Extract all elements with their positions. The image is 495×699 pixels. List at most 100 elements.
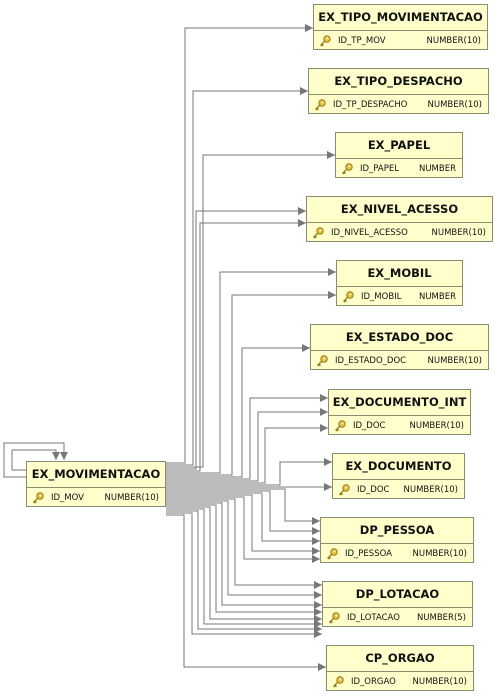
column-type: NUMBER(5) <box>416 613 466 623</box>
connector-ex-tipo-despacho <box>166 87 308 466</box>
key-icon <box>316 355 328 367</box>
column-type: NUMBER(10) <box>412 677 467 687</box>
key-icon <box>338 484 350 496</box>
entity-pk-row: ID_DOC NUMBER(10) <box>329 416 470 436</box>
column-name: ID_DOC <box>357 485 390 495</box>
entity-title: EX_ESTADO_DOC <box>311 325 488 351</box>
column-name: ID_ORGAO <box>351 677 396 687</box>
entity-title: EX_TIPO_MOVIMENTACAO <box>314 5 487 31</box>
entity-pk-row: ID_TP_DESPACHO NUMBER(10) <box>309 95 488 115</box>
column-type: NUMBER <box>418 292 456 302</box>
key-icon <box>312 227 324 239</box>
connector-cp-orgao <box>166 514 326 671</box>
entity-pk-row: ID_MOBIL NUMBER <box>337 287 462 307</box>
entity-title: DP_PESSOA <box>321 518 473 544</box>
entity-ex-estado-doc[interactable]: EX_ESTADO_DOC ID_ESTADO_DOC NUMBER(10) <box>310 324 489 370</box>
entity-pk-row: ID_ESTADO_DOC NUMBER(10) <box>311 351 488 371</box>
connector-ex-estado-doc <box>166 344 310 478</box>
entity-pk-row: ID_DOC NUMBER(10) <box>333 480 464 500</box>
connector-dp-lotacao-1 <box>166 498 322 589</box>
key-icon <box>332 676 344 688</box>
entity-pk-row: ID_NIVEL_ACESSO NUMBER(10) <box>307 223 492 243</box>
key-icon <box>342 291 354 303</box>
column-type: NUMBER(10) <box>403 485 458 495</box>
column-type: NUMBER(10) <box>427 356 482 366</box>
connector-ex-documento-1 <box>166 458 332 486</box>
entity-pk-row: ID_PESSOA NUMBER(10) <box>321 544 473 564</box>
connector-dp-pessoa-4 <box>166 494 320 555</box>
entity-dp-pessoa[interactable]: DP_PESSOA ID_PESSOA NUMBER(10) <box>320 517 474 563</box>
connector-ex-documento-int-1 <box>166 394 328 480</box>
column-name: ID_TP_DESPACHO <box>333 100 408 110</box>
connector-dp-pessoa-1 <box>166 488 320 525</box>
connector-dp-pessoa-3 <box>166 492 320 545</box>
entity-ex-movimentacao[interactable]: EX_MOVIMENTACAO ID_MOV NUMBER(10) <box>26 461 166 507</box>
column-name: ID_PESSOA <box>345 549 392 559</box>
entity-ex-documento-int[interactable]: EX_DOCUMENTO_INT ID_DOC NUMBER(10) <box>328 389 471 435</box>
entity-title: EX_PAPEL <box>336 133 462 159</box>
entity-title: EX_DOCUMENTO <box>333 454 464 480</box>
entity-title: EX_DOCUMENTO_INT <box>329 390 470 416</box>
connector-dp-lotacao-8 <box>166 512 322 638</box>
connector-self-outer <box>3 442 68 478</box>
connector-ex-tipo-movimentacao <box>166 24 313 464</box>
connector-dp-lotacao-7 <box>166 510 322 633</box>
entity-ex-tipo-movimentacao[interactable]: EX_TIPO_MOVIMENTACAO ID_TP_MOV NUMBER(10… <box>313 4 488 50</box>
entity-title: EX_MOVIMENTACAO <box>27 462 165 488</box>
connector-dp-pessoa-5 <box>166 496 320 563</box>
connector-ex-documento-int-3 <box>166 424 328 484</box>
column-type: NUMBER(10) <box>427 100 482 110</box>
connector-dp-lotacao-6 <box>166 508 322 628</box>
column-name: ID_MOBIL <box>361 292 402 302</box>
entity-ex-documento[interactable]: EX_DOCUMENTO ID_DOC NUMBER(10) <box>332 453 465 499</box>
connector-dp-lotacao-4 <box>166 504 322 616</box>
entity-ex-papel[interactable]: EX_PAPEL ID_PAPEL NUMBER <box>335 132 463 178</box>
column-name: ID_NIVEL_ACESSO <box>331 228 408 238</box>
entity-pk-row: ID_ORGAO NUMBER(10) <box>327 672 473 692</box>
entity-pk-row: ID_MOV NUMBER(10) <box>27 488 165 508</box>
connector-ex-mobil-2 <box>166 291 336 476</box>
connector-dp-lotacao-5 <box>166 506 322 623</box>
connector-ex-nivel-acesso-2 <box>166 219 306 472</box>
entity-pk-row: ID_LOTACAO NUMBER(5) <box>323 608 472 628</box>
key-icon <box>326 548 338 560</box>
key-icon <box>341 163 353 175</box>
entity-ex-tipo-despacho[interactable]: EX_TIPO_DESPACHO ID_TP_DESPACHO NUMBER(1… <box>308 68 489 114</box>
entity-pk-row: ID_TP_MOV NUMBER(10) <box>314 31 487 51</box>
column-name: ID_ESTADO_DOC <box>335 356 407 366</box>
entity-title: CP_ORGAO <box>327 646 473 672</box>
column-name: ID_PAPEL <box>360 164 399 174</box>
connector-self-inner <box>11 449 60 471</box>
column-type: NUMBER(10) <box>412 549 467 559</box>
entity-title: EX_MOBIL <box>337 261 462 287</box>
entity-ex-nivel-acesso[interactable]: EX_NIVEL_ACESSO ID_NIVEL_ACESSO NUMBER(1… <box>306 196 493 242</box>
connector-ex-documento-int-2 <box>166 408 328 482</box>
column-name: ID_LOTACAO <box>347 613 400 623</box>
connector-ex-papel <box>166 151 335 468</box>
key-icon <box>32 492 44 504</box>
connector-dp-lotacao-2 <box>166 500 322 599</box>
column-type: NUMBER(10) <box>104 493 159 503</box>
entity-title: EX_TIPO_DESPACHO <box>309 69 488 95</box>
column-name: ID_TP_MOV <box>338 36 386 46</box>
entity-dp-lotacao[interactable]: DP_LOTACAO ID_LOTACAO NUMBER(5) <box>322 581 473 627</box>
key-icon <box>319 35 331 47</box>
entity-pk-row: ID_PAPEL NUMBER <box>336 159 462 179</box>
entity-title: DP_LOTACAO <box>323 582 472 608</box>
column-type: NUMBER(10) <box>431 228 486 238</box>
column-name: ID_DOC <box>353 421 386 431</box>
key-icon <box>314 99 326 111</box>
connector-ex-mobil-1 <box>166 268 336 474</box>
connector-ex-nivel-acesso-1 <box>166 207 306 470</box>
column-type: NUMBER(10) <box>426 36 481 46</box>
column-type: NUMBER(10) <box>409 421 464 431</box>
column-type: NUMBER <box>418 164 456 174</box>
entity-cp-orgao[interactable]: CP_ORGAO ID_ORGAO NUMBER(10) <box>326 645 474 691</box>
connector-dp-lotacao-3 <box>166 502 322 609</box>
column-name: ID_MOV <box>51 493 84 503</box>
connector-dp-pessoa-2 <box>166 490 320 535</box>
entity-title: EX_NIVEL_ACESSO <box>307 197 492 223</box>
key-icon <box>334 420 346 432</box>
entity-ex-mobil[interactable]: EX_MOBIL ID_MOBIL NUMBER <box>336 260 463 306</box>
